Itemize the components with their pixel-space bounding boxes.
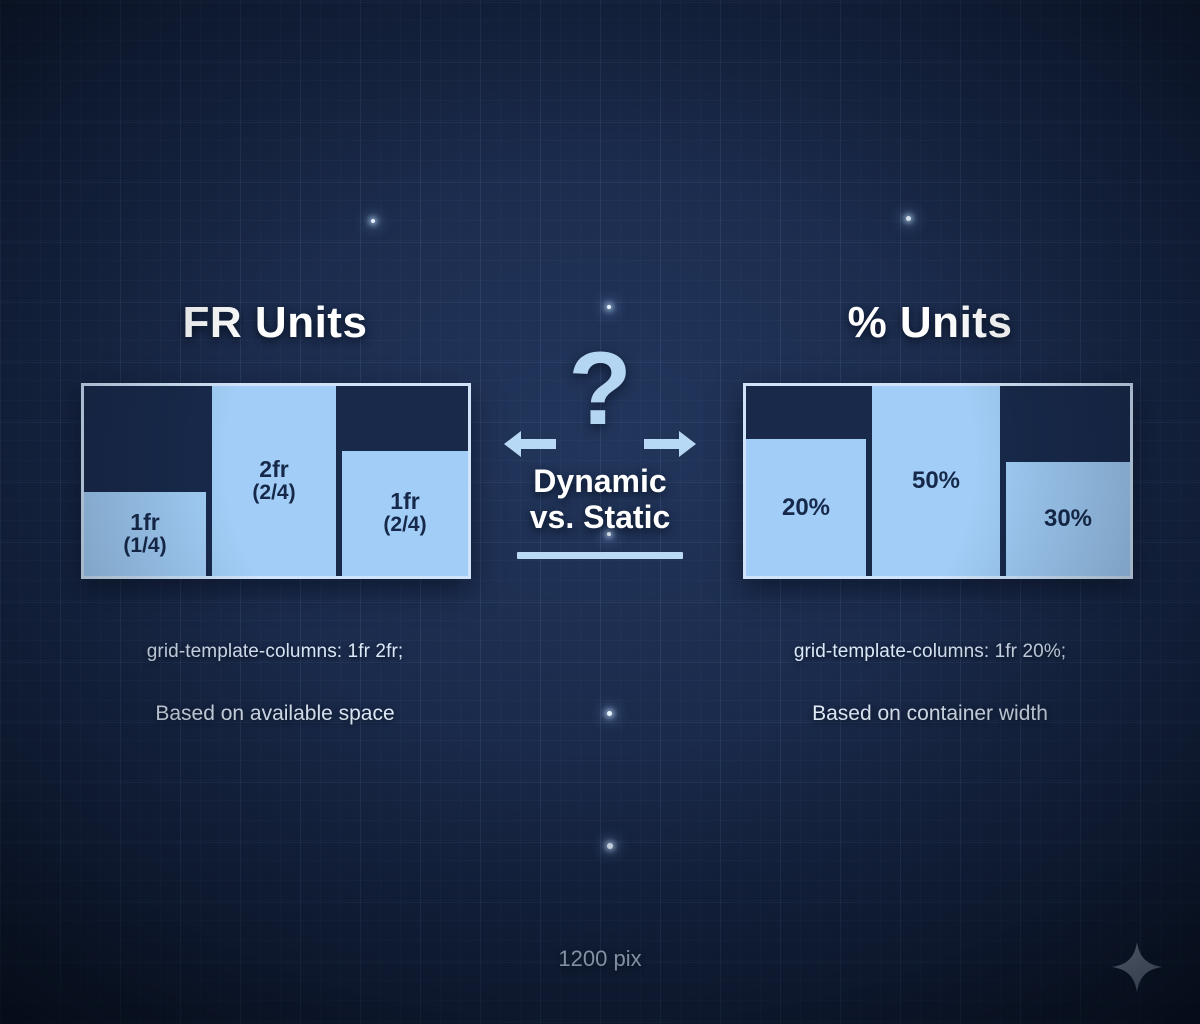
center-headline: Dynamic vs. Static: [470, 463, 730, 536]
panel-title-percent-units: % Units: [847, 298, 1013, 347]
star-glow-icon: [607, 843, 613, 849]
sparkle-icon: [1110, 940, 1164, 994]
panel-percent-units: % Units 20% 50% 30% grid-template-column…: [715, 298, 1145, 725]
star-glow-icon: [906, 216, 911, 221]
fr-column-2-label: 2fr: [259, 455, 289, 482]
arrow-left-icon: [504, 429, 556, 464]
percent-column-3: 30%: [1006, 462, 1130, 576]
percent-column-2: 50%: [872, 386, 1000, 576]
star-glow-icon: [607, 305, 611, 309]
percent-units-note-caption: Based on container width: [812, 702, 1048, 725]
fr-column-3: 1fr (2/4): [342, 450, 468, 576]
fr-units-code-caption: grid-template-columns: 1fr 2fr;: [146, 641, 404, 662]
percent-units-code-caption: grid-template-columns: 1fr 20%;: [793, 641, 1067, 662]
fr-column-2-sublabel: (2/4): [252, 481, 296, 505]
fr-column-1-label: 1fr: [130, 508, 160, 535]
center-headline-line2: vs. Static: [529, 499, 671, 536]
percent-column-1: 20%: [746, 439, 866, 576]
percent-column-3-label: 30%: [1043, 505, 1093, 532]
fr-column-3-sublabel: (2/4): [383, 513, 427, 537]
canvas-width-label: 1200 pix: [558, 946, 642, 971]
fr-units-grid-container: 1fr (1/4) 2fr (2/4) 1fr (2/4): [81, 383, 471, 579]
fr-column-3-label: 1fr: [390, 488, 420, 515]
fr-column-1: 1fr (1/4): [84, 492, 206, 576]
panel-title-fr-units: FR Units: [182, 298, 368, 347]
center-headline-line1: Dynamic: [533, 463, 667, 499]
star-glow-icon: [607, 711, 612, 716]
percent-units-grid-container: 20% 50% 30%: [743, 383, 1133, 579]
question-mark-icon: ?: [568, 331, 632, 447]
percent-column-1-label: 20%: [781, 493, 831, 521]
fr-column-2: 2fr (2/4): [212, 386, 336, 576]
fr-column-1-sublabel: (1/4): [123, 534, 167, 558]
fr-units-note-caption: Based on available space: [155, 702, 395, 725]
panel-fr-units: FR Units 1fr (1/4) 2fr (2/4) 1fr (2/4) g…: [60, 298, 490, 725]
center-underline-bar: [517, 552, 683, 559]
star-glow-icon: [371, 219, 375, 223]
arrow-right-icon: [644, 429, 696, 464]
percent-column-2-label: 50%: [911, 467, 961, 494]
center-comparison-cluster: ? Dynamic vs. Static: [470, 337, 730, 575]
